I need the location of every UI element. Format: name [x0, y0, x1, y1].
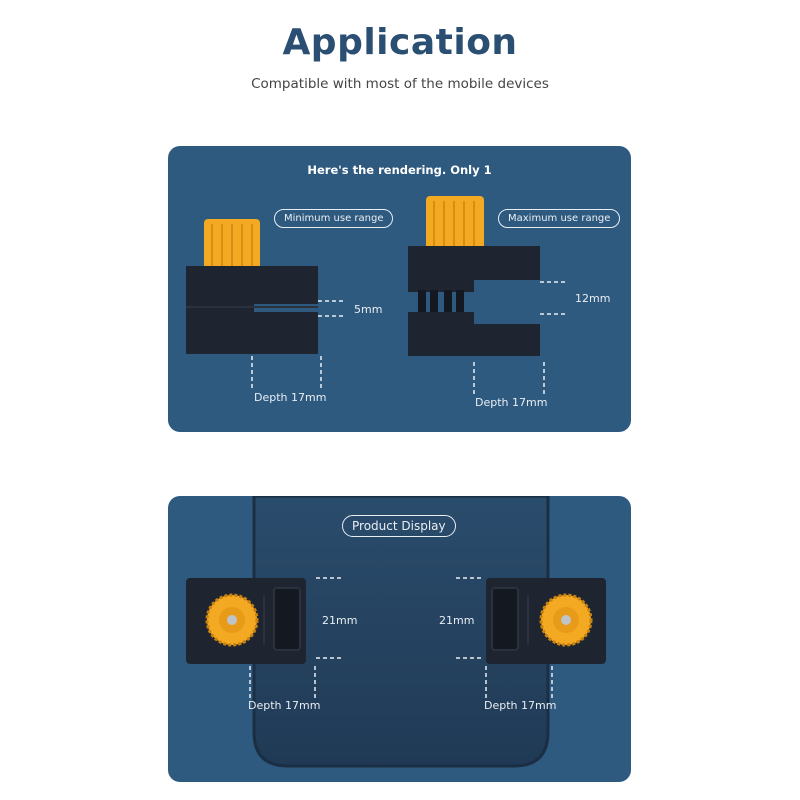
product-display-panel: Product Display 21mm 21mm Depth 17mm Dep…	[168, 496, 631, 782]
max-depth-label: Depth 17mm	[475, 396, 548, 409]
rendering-panel: Here's the rendering. Only 1 Minimum use…	[168, 146, 631, 432]
page-subtitle: Compatible with most of the mobile devic…	[251, 76, 549, 92]
product-display-illustration	[186, 496, 606, 768]
min-depth-label: Depth 17mm	[254, 391, 327, 404]
left-width-label: 21mm	[322, 614, 358, 627]
clamp-rendering-illustration	[186, 196, 566, 394]
product-display-badge: Product Display	[342, 515, 456, 537]
max-gap-label: 12mm	[575, 292, 611, 305]
rendering-heading: Here's the rendering. Only 1	[307, 163, 492, 177]
page-title: Application	[282, 22, 518, 63]
right-width-label: 21mm	[439, 614, 475, 627]
left-phone-clamp	[186, 578, 306, 664]
phone-image	[252, 496, 550, 768]
max-range-badge: Maximum use range	[498, 209, 621, 228]
min-gap-label: 5mm	[354, 303, 383, 316]
max-range-clamp	[408, 196, 540, 356]
right-phone-clamp	[486, 578, 606, 664]
min-range-clamp	[186, 219, 318, 354]
min-range-badge: Minimum use range	[274, 209, 394, 228]
left-depth-label: Depth 17mm	[248, 699, 321, 712]
right-depth-label: Depth 17mm	[484, 699, 557, 712]
